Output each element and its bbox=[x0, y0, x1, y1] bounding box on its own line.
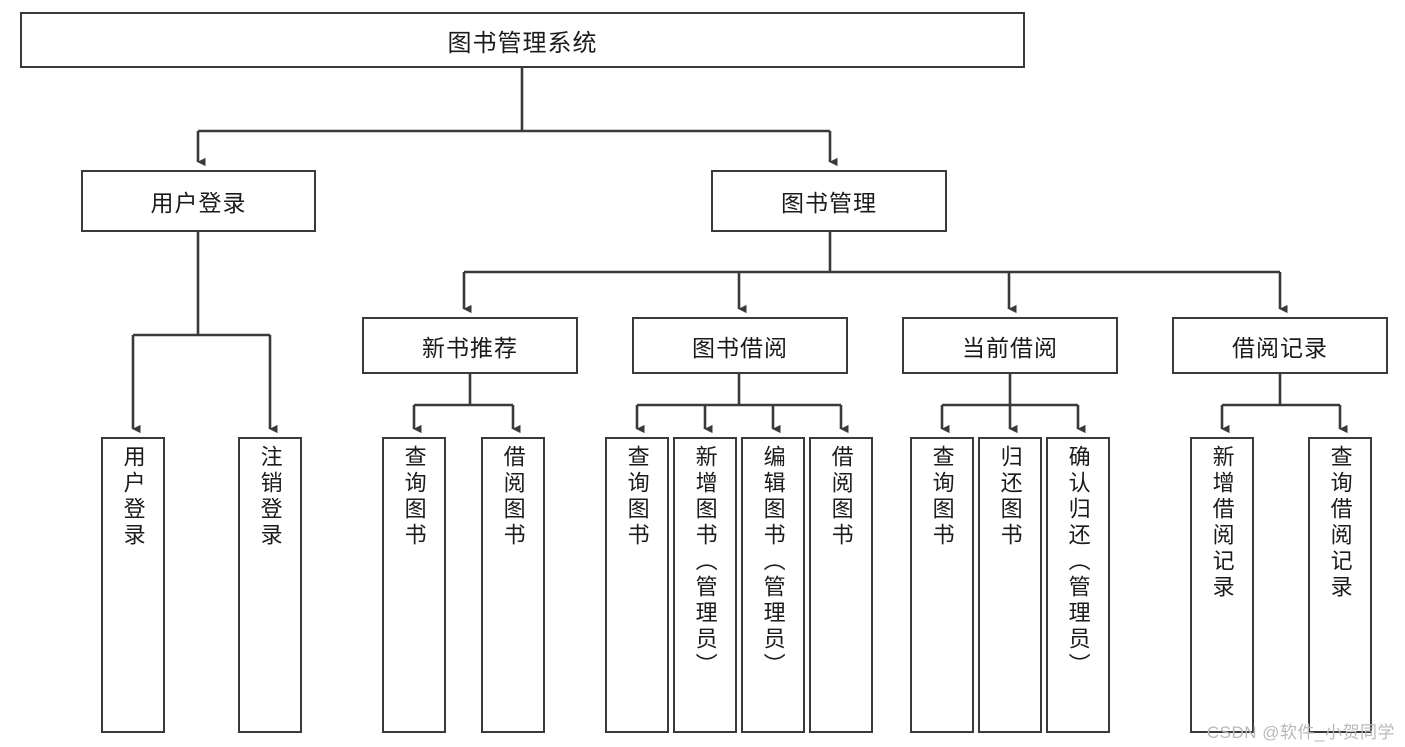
node-label: 查询图书 bbox=[624, 445, 650, 549]
node-label: 借阅图书 bbox=[828, 445, 854, 549]
node-label: 借阅记录 bbox=[1232, 334, 1328, 361]
leaf-query-book-current[interactable]: 查询图书 bbox=[910, 437, 974, 733]
node-book-borrow[interactable]: 图书借阅 bbox=[632, 317, 848, 374]
leaf-query-book-recommend[interactable]: 查询图书 bbox=[382, 437, 446, 733]
node-label: 借阅图书 bbox=[500, 445, 526, 549]
node-label: 注销登录 bbox=[257, 445, 283, 549]
leaf-query-borrow-record[interactable]: 查询借阅记录 bbox=[1308, 437, 1372, 733]
node-book-management[interactable]: 图书管理 bbox=[711, 170, 947, 232]
leaf-user-login[interactable]: 用户登录 bbox=[101, 437, 165, 733]
node-root-book-management-system[interactable]: 图书管理系统 bbox=[20, 12, 1025, 68]
node-label: 用户登录 bbox=[120, 445, 146, 549]
leaf-borrow-book-recommend[interactable]: 借阅图书 bbox=[481, 437, 545, 733]
node-label: 图书借阅 bbox=[692, 334, 788, 361]
leaf-logout[interactable]: 注销登录 bbox=[238, 437, 302, 733]
leaf-query-book-borrow[interactable]: 查询图书 bbox=[605, 437, 669, 733]
node-current-borrow[interactable]: 当前借阅 bbox=[902, 317, 1118, 374]
node-user-login[interactable]: 用户登录 bbox=[81, 170, 316, 232]
node-borrow-record[interactable]: 借阅记录 bbox=[1172, 317, 1388, 374]
node-label: 当前借阅 bbox=[962, 334, 1058, 361]
watermark: CSDN @软件_小贺同学 bbox=[1206, 723, 1395, 742]
leaf-return-book[interactable]: 归还图书 bbox=[978, 437, 1042, 733]
node-label: 查询图书 bbox=[929, 445, 955, 549]
node-label: 图书管理 bbox=[781, 190, 877, 216]
node-label: 查询图书 bbox=[401, 445, 427, 549]
node-label: 新增借阅记录 bbox=[1209, 445, 1235, 601]
node-label: 编辑图书（管理员） bbox=[760, 445, 786, 679]
leaf-edit-book-admin[interactable]: 编辑图书（管理员） bbox=[741, 437, 805, 733]
leaf-add-borrow-record[interactable]: 新增借阅记录 bbox=[1190, 437, 1254, 733]
node-label: 确认归还（管理员） bbox=[1065, 445, 1091, 679]
node-label: 查询借阅记录 bbox=[1327, 445, 1353, 601]
node-label: 图书管理系统 bbox=[447, 29, 598, 57]
node-label: 新增图书（管理员） bbox=[692, 445, 718, 679]
node-label: 归还图书 bbox=[997, 445, 1023, 549]
node-new-book-recommend[interactable]: 新书推荐 bbox=[362, 317, 578, 374]
node-label: 用户登录 bbox=[150, 190, 247, 216]
node-label: 新书推荐 bbox=[422, 334, 518, 361]
leaf-add-book-admin[interactable]: 新增图书（管理员） bbox=[673, 437, 737, 733]
leaf-borrow-book[interactable]: 借阅图书 bbox=[809, 437, 873, 733]
leaf-confirm-return-admin[interactable]: 确认归还（管理员） bbox=[1046, 437, 1110, 733]
